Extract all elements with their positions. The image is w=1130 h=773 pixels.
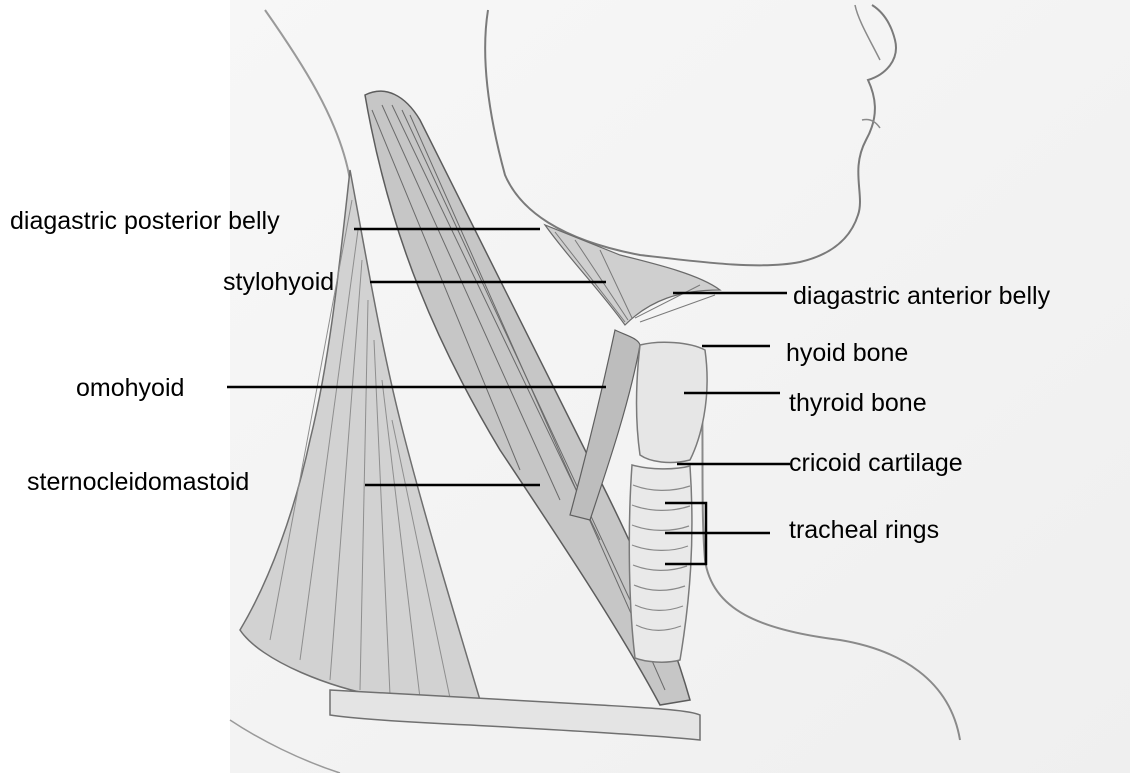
label-tracheal-rings: tracheal rings [789,518,939,543]
label-diagastric-anterior-belly: diagastric anterior belly [793,284,1050,309]
label-sternocleidomastoid: sternocleidomastoid [27,470,249,495]
label-diagastric-posterior-belly: diagastric posterior belly [10,209,280,234]
label-stylohyoid: stylohyoid [223,270,334,295]
label-cricoid-cartilage: cricoid cartilage [789,451,963,476]
label-hyoid-bone: hyoid bone [786,341,908,366]
label-thyroid-bone: thyroid bone [789,391,927,416]
larynx [637,342,707,462]
label-omohyoid: omohyoid [76,376,184,401]
